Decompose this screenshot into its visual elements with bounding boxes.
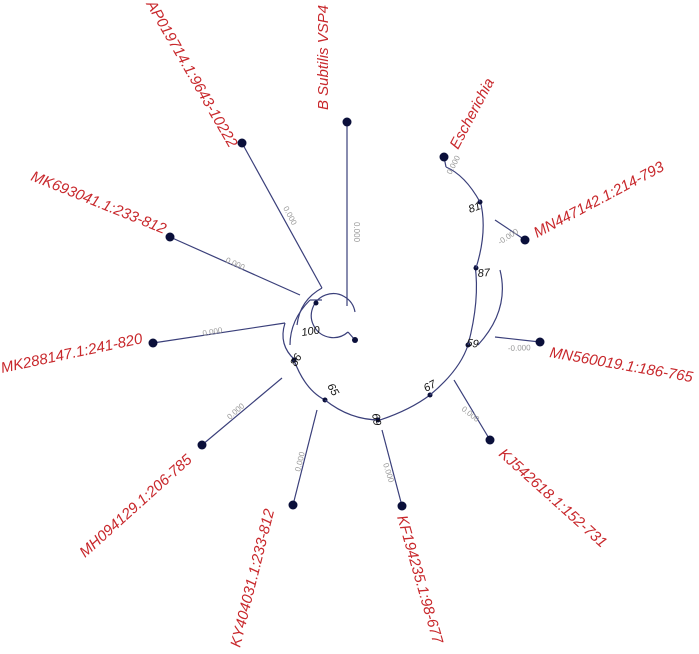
- taxon-label-ap019714: AP019714.1:9643-10222: [142, 0, 241, 151]
- bootstrap-label: 86: [288, 351, 305, 368]
- tip-mk693041: [165, 232, 175, 242]
- branch-ky404031: [292, 409, 318, 506]
- branch-length-kf194235: 0.000: [381, 462, 396, 484]
- branch-length-ky404031: 0.000: [293, 450, 307, 472]
- bootstrap-label: 59: [466, 337, 480, 351]
- branch-length-mn560019: -0.000: [508, 343, 532, 353]
- tip-mk288147: [148, 338, 158, 348]
- tip-bsubtilis: [342, 117, 352, 127]
- branch-length-mk693041: 0.000: [224, 256, 246, 273]
- arc-69: [324, 399, 381, 421]
- branch-ap019714: [241, 142, 323, 289]
- tip-kj542618: [485, 435, 495, 445]
- arc-81: [475, 199, 484, 269]
- arc-87: [467, 264, 478, 346]
- branch-length-ap019714: 0.000: [281, 205, 299, 227]
- taxon-label-mn560019: MN560019.1:186-765: [548, 344, 695, 386]
- arc-outer-right: [477, 269, 503, 346]
- taxon-label-mk693041: MK693041.1:233-812: [29, 168, 170, 238]
- branch-mh094129: [201, 377, 283, 446]
- branch-mn447142: [494, 219, 526, 241]
- bootstrap-label: 65: [324, 382, 341, 399]
- arc-59: [429, 344, 469, 396]
- tip-mn447142: [520, 235, 530, 245]
- tip-escherichia: [439, 152, 449, 162]
- tip-mh094129: [197, 440, 207, 450]
- tip-ap019714: [237, 138, 247, 148]
- branch-length-mk288147: 0.000: [202, 326, 224, 338]
- branch-length-mh094129: 0.000: [225, 401, 246, 421]
- taxon-label-kf194235: KF194235.1:98-677: [393, 513, 446, 646]
- arc-86: [282, 322, 296, 361]
- taxon-label-kj542618: KJ542618.1:152-731: [495, 445, 610, 551]
- arc-67: [379, 394, 431, 421]
- tip-kf194235: [397, 501, 407, 511]
- node-100: [313, 300, 319, 306]
- taxon-label-mh094129: MH094129.1:206-785: [76, 451, 196, 561]
- taxon-label-bsubtilis: B Subtilis VSP4: [315, 5, 332, 110]
- bootstrap-label: 81: [467, 200, 483, 215]
- arc-65: [293, 359, 326, 401]
- root-node: [352, 337, 358, 343]
- node-69: [375, 417, 381, 423]
- arc-left-1: [296, 287, 323, 326]
- branch-escherichia: [445, 166, 481, 203]
- taxon-label-ky404031: KY404031.1:233-812: [227, 507, 278, 649]
- tip-ky404031: [288, 500, 298, 510]
- branch-kf194235: [381, 429, 403, 507]
- branch-length-bsubtilis: 0.000: [352, 222, 361, 243]
- taxon-label-escherichia: Escherichia: [447, 75, 498, 151]
- bootstrap-label: 100: [301, 324, 322, 339]
- taxon-label-mn447142: MN447142.1:214-793: [531, 158, 668, 241]
- tip-mn560019: [535, 337, 545, 347]
- arc-left-2: [289, 299, 311, 346]
- branch-mk288147: [152, 322, 286, 344]
- branch-mk693041: [169, 236, 301, 296]
- bootstrap-label: 67: [422, 378, 439, 395]
- branch-kj542618: [453, 379, 491, 441]
- bootstrap-label: 87: [477, 267, 491, 280]
- branch-mn560019: [494, 336, 541, 343]
- bootstrap-label: 69: [369, 412, 383, 426]
- taxon-label-mk288147: MK288147.1:241-820: [0, 330, 145, 377]
